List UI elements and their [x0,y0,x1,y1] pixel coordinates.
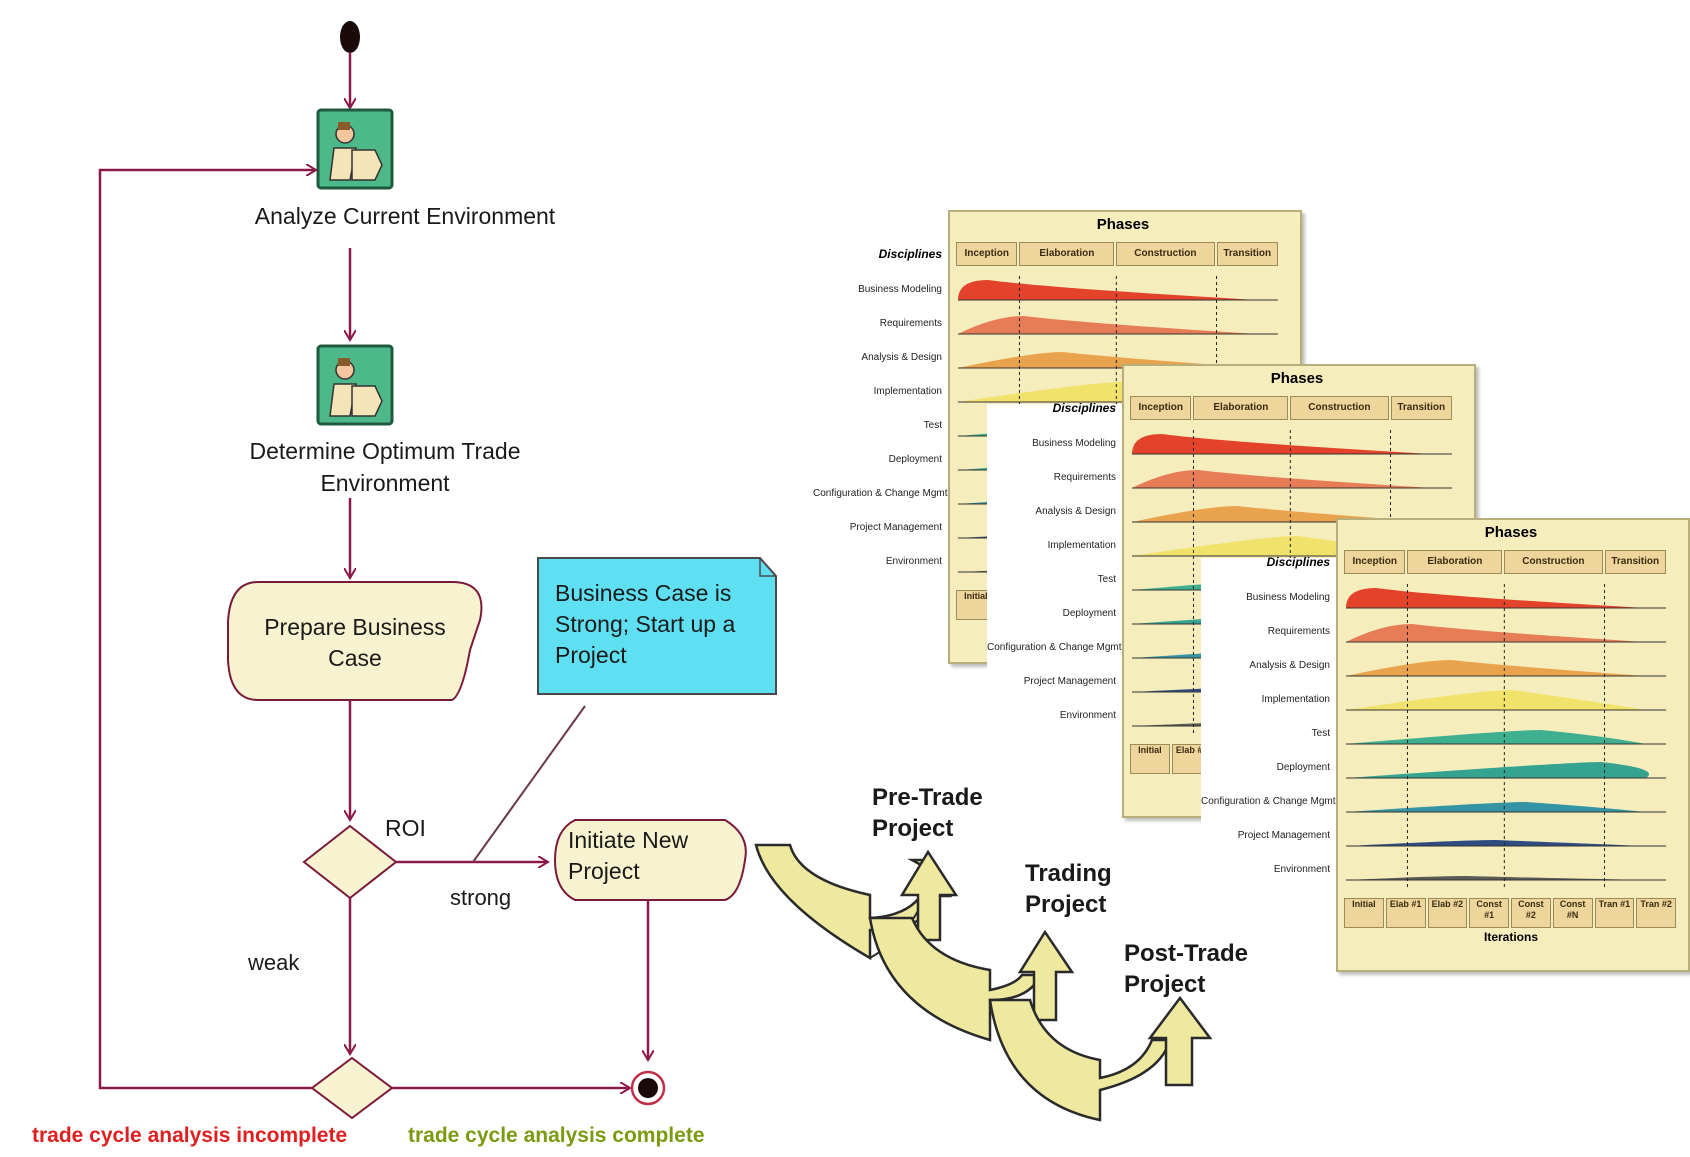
rup-hump [1346,876,1646,880]
rup-discipline-label: Implementation [1047,540,1116,551]
rup-discipline-label: Environment [1059,710,1116,721]
rup-discipline-label: Implementation [1261,694,1330,705]
rup-iteration: Const #N [1552,898,1593,928]
legend-complete: trade cycle analysis complete [408,1124,705,1147]
business-case-note [537,557,777,695]
rup-phase-tab: Inception [1344,550,1406,574]
rup-phase-tab: Transition [1604,550,1666,574]
rup-iteration: Initial [1130,744,1170,774]
rup-phase-tab: Construction [1116,242,1215,266]
rup-phase-tab: Inception [956,242,1018,266]
rup-hump [1346,624,1646,642]
rup-discipline-label: Requirements [1053,472,1116,483]
rup-iteration: Initial [1344,898,1384,928]
rup-phases-title: Phases [1096,216,1150,233]
merge-decision [310,1056,394,1120]
rup-discipline-label: Requirements [1267,626,1330,637]
rup-discipline-label: Test [1097,574,1116,585]
rup-iteration: Tran #2 [1636,898,1676,928]
rup-discipline-label: Environment [1273,864,1330,875]
rup-iteration: Const #1 [1469,898,1509,928]
rup-iteration: Tran #1 [1594,898,1635,928]
rup-phase-tab: Elaboration [1407,550,1503,574]
activity-label-determine: Determine Optimum Trade Environment [249,438,521,496]
rup-discipline-label: Business Modeling [1032,438,1116,449]
rup-phases-title: Phases [1484,524,1538,541]
rup-hump [958,316,1258,334]
rup-discipline-label: Deployment [1276,762,1330,773]
branch-label-weak: weak [248,950,300,975]
activity-label-analyze: Analyze Current Environment [254,203,556,229]
roi-decision [302,824,398,900]
label-post-trade: Post-Trade Project [1124,940,1249,998]
start-node [340,21,360,53]
activity-label-prepare: Prepare Business Case [264,614,446,671]
rup-discipline-label: Deployment [1062,608,1116,619]
trading-arrow [868,916,1075,1042]
rup-phase-tab: Construction [1504,550,1603,574]
label-pre-trade: Pre-Trade Project [872,784,983,842]
rup-phases-title: Phases [1270,370,1324,387]
rup-discipline-label: Project Management [1023,676,1116,687]
rup-phase-tab: Construction [1290,396,1389,420]
rup-iteration: Const #2 [1511,898,1551,928]
rup-iteration: Elab #1 [1385,898,1426,928]
rup-discipline-label: Configuration & Change Mgmt [813,488,948,499]
decision-label-roi: ROI [385,815,426,841]
rup-hump [1346,840,1646,846]
rup-iterations-caption: Iterations [1483,930,1538,944]
note-text: Business Case is Strong; Start up a Proj… [555,580,736,668]
rup-hump [1346,588,1646,608]
rup-phase-tab: Elaboration [1019,242,1115,266]
worker-icon [316,108,394,190]
rup-discipline-label: Analysis & Design [1249,660,1330,671]
rup-hump [1346,730,1646,744]
rup-discipline-label: Configuration & Change Mgmt [1201,796,1336,807]
rup-hump [958,280,1258,300]
rup-hump [1346,802,1646,812]
prepare-business-case-shape [227,581,483,701]
rup-phase-tab: Transition [1216,242,1278,266]
rup-phase-tab: Inception [1130,396,1192,420]
branch-label-strong: strong [450,885,512,910]
activity-label-initiate: Initiate New Project [568,827,689,884]
rup-discipline-label: Analysis & Design [861,352,942,363]
rup-disciplines-heading: Disciplines [1052,401,1116,415]
rup-iteration: Elab #2 [1427,898,1468,928]
rup-discipline-label: Environment [885,556,942,567]
rup-discipline-label: Test [923,420,942,431]
rup-discipline-label: Analysis & Design [1035,506,1116,517]
rup-discipline-label: Requirements [879,318,942,329]
initiate-project-shape [553,819,747,901]
end-node [630,1070,666,1106]
rup-disciplines-heading: Disciplines [1266,555,1330,569]
rup-hump [1132,470,1432,488]
rup-phase-tab: Elaboration [1193,396,1289,420]
rup-discipline-label: Business Modeling [858,284,942,295]
rup-phase-tab: Transition [1390,396,1452,420]
label-trading: Trading Project [1025,860,1112,918]
rup-hump [1346,690,1646,710]
worker-icon [316,344,394,426]
rup-discipline-label: Project Management [1237,830,1330,841]
rup-discipline-label: Business Modeling [1246,592,1330,603]
rup-hump [1346,762,1649,778]
rup-disciplines-heading: Disciplines [878,247,942,261]
rup-hump [1346,660,1646,676]
rup-hump-chart [1346,584,1666,890]
rup-discipline-label: Project Management [849,522,942,533]
rup-hump [1132,434,1432,454]
rup-discipline-label: Configuration & Change Mgmt [987,642,1122,653]
rup-discipline-label: Implementation [873,386,942,397]
legend-incomplete: trade cycle analysis incomplete [32,1124,348,1147]
rup-discipline-label: Deployment [888,454,942,465]
rup-discipline-label: Test [1311,728,1330,739]
post-trade-arrow [988,995,1213,1122]
